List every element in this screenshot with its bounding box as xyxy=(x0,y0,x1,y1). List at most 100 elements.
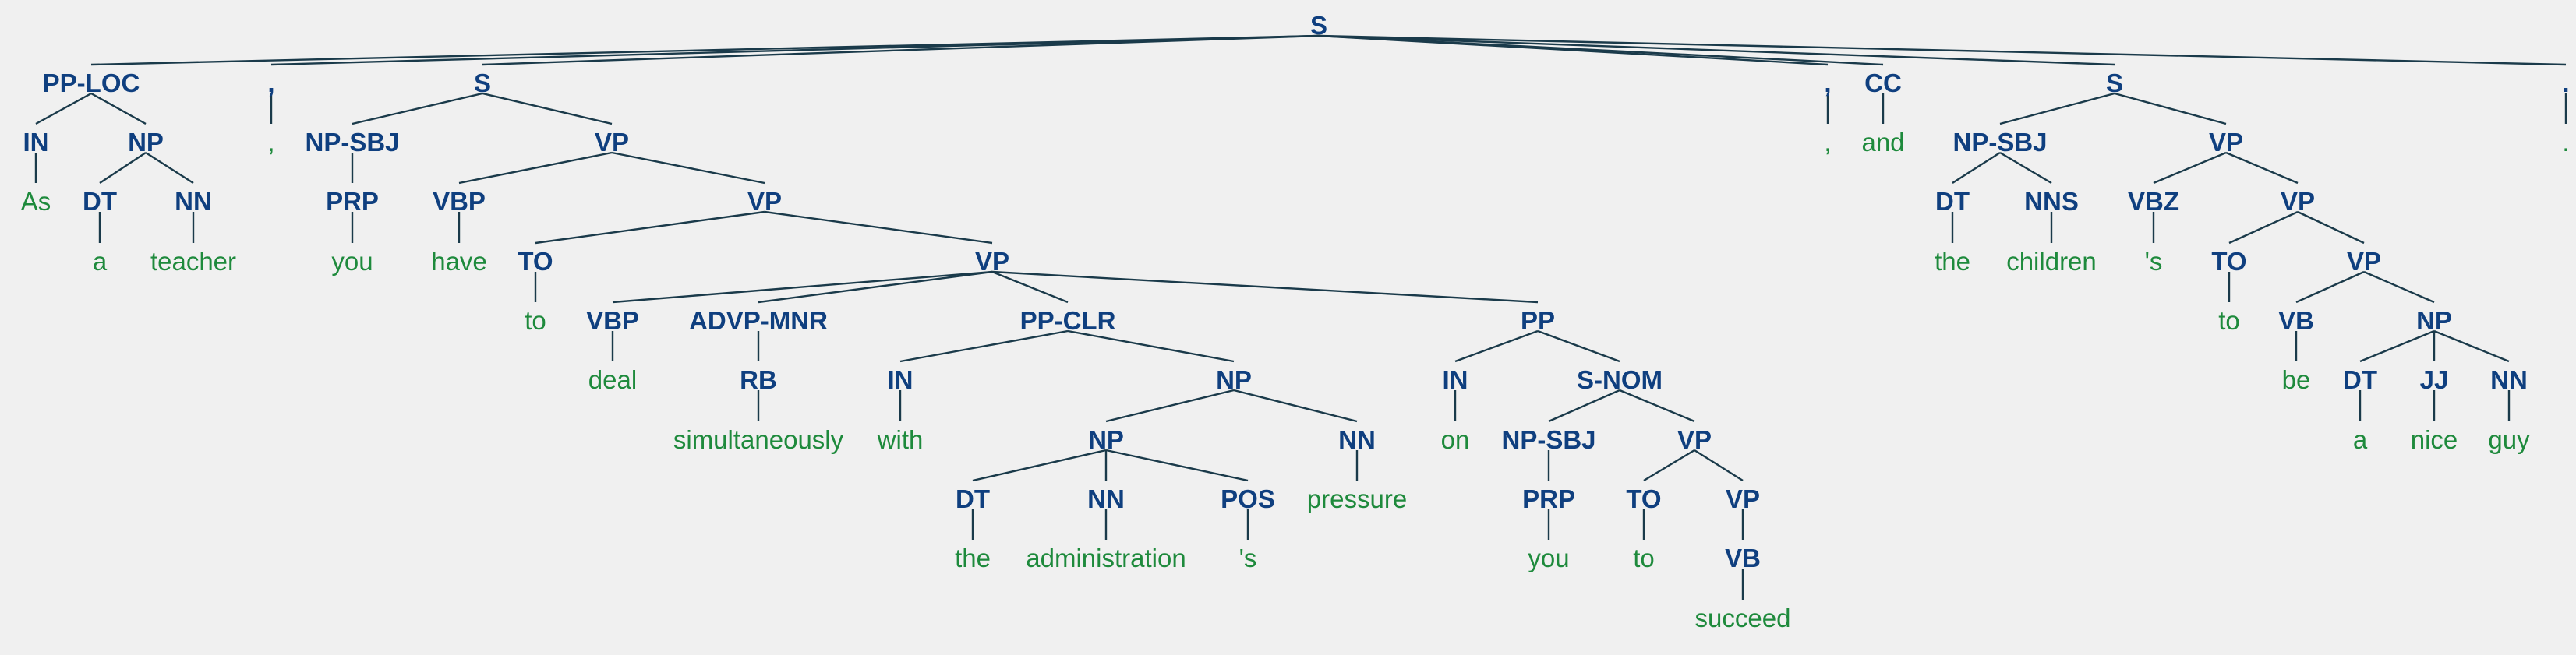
node-in: IN xyxy=(1443,365,1468,394)
node-np: NP xyxy=(1088,425,1124,454)
word-you: you xyxy=(331,247,373,276)
node-s-nom: S-NOM xyxy=(1577,365,1663,394)
node-nn: NN xyxy=(1087,484,1125,513)
tree-edge xyxy=(2359,329,2435,363)
tree-edge xyxy=(972,449,1107,482)
node-cc: CC xyxy=(1864,69,1902,97)
node-prp: PRP xyxy=(326,187,379,216)
node-pp-loc: PP-LOC xyxy=(43,69,140,97)
word-succeed: succeed xyxy=(1695,604,1791,632)
node-np: NP xyxy=(128,128,164,157)
tree-edge xyxy=(1318,34,2115,66)
tree-edge xyxy=(270,34,1320,66)
node-vp: VP xyxy=(1726,484,1760,513)
tree-edge xyxy=(2363,270,2435,304)
tree-edge xyxy=(99,151,147,185)
tree-edge xyxy=(2228,210,2299,245)
word-be: be xyxy=(2282,365,2311,394)
tree-edge xyxy=(1952,151,2001,185)
word-s: 's xyxy=(2145,247,2163,276)
node-vbp: VBP xyxy=(586,306,639,335)
node-to: TO xyxy=(1626,484,1661,513)
node-np-sbj: NP-SBJ xyxy=(305,128,399,157)
tree-edge xyxy=(1643,449,1695,482)
node-vp: VP xyxy=(2347,247,2381,276)
tree-edge xyxy=(90,92,147,125)
tree-edge xyxy=(1318,34,1884,66)
tree-edge xyxy=(1999,151,2052,185)
tree-edges xyxy=(34,34,2567,600)
node-vbz: VBZ xyxy=(2128,187,2179,216)
tree-edge xyxy=(991,270,1539,304)
tree-edge xyxy=(611,151,765,185)
node-prp: PRP xyxy=(1522,484,1575,513)
word-on: on xyxy=(1441,425,1470,454)
tree-edge xyxy=(899,329,1069,363)
node-pp: PP xyxy=(1521,306,1555,335)
word-a: a xyxy=(2353,425,2368,454)
node-np-sbj: NP-SBJ xyxy=(1952,128,2047,157)
word-administration: administration xyxy=(1026,544,1186,572)
node-to: TO xyxy=(518,247,553,276)
tree-edge xyxy=(1318,34,2567,66)
tree-edge xyxy=(1537,329,1620,363)
word-a: a xyxy=(93,247,108,276)
node-vp: VP xyxy=(2281,187,2315,216)
node-vbp: VBP xyxy=(433,187,486,216)
tree-edge xyxy=(1105,449,1249,482)
word-to: to xyxy=(525,306,546,335)
node-nn: NN xyxy=(1338,425,1376,454)
tree-edge xyxy=(2433,329,2510,363)
node-in: IN xyxy=(23,128,49,157)
node-np: NP xyxy=(1216,365,1252,394)
tree-edge xyxy=(2153,151,2227,185)
tree-edge xyxy=(1067,329,1235,363)
word-the: the xyxy=(1935,247,1970,276)
word-the: the xyxy=(955,544,991,572)
tree-edge xyxy=(1619,389,1695,423)
node-s: S xyxy=(2106,69,2123,97)
node-dt: DT xyxy=(1935,187,1970,216)
word-teacher: teacher xyxy=(150,247,236,276)
tree-edge xyxy=(352,92,483,125)
tree-edge xyxy=(2297,210,2365,245)
word-have: have xyxy=(431,247,487,276)
node-pp-clr: PP-CLR xyxy=(1020,306,1116,335)
node-vp: VP xyxy=(1677,425,1712,454)
word-guy: guy xyxy=(2488,425,2530,454)
word-and: and xyxy=(1861,128,1904,157)
node-nn: NN xyxy=(175,187,212,216)
tree-edge xyxy=(612,270,993,304)
node-vp: VP xyxy=(747,187,782,216)
tree-edge xyxy=(1548,389,1620,423)
tree-edge xyxy=(1999,92,2115,125)
node-punct: , xyxy=(267,69,274,97)
tree-edge xyxy=(35,92,92,125)
word-deal: deal xyxy=(588,365,637,394)
word-nice: nice xyxy=(2411,425,2458,454)
node-vb: VB xyxy=(2278,306,2314,335)
node-vb: VB xyxy=(1725,544,1761,572)
word-punct: . xyxy=(2562,128,2569,157)
node-jj: JJ xyxy=(2420,365,2449,394)
tree-edge xyxy=(758,270,993,304)
word-children: children xyxy=(2006,247,2097,276)
tree-edge xyxy=(2295,270,2365,304)
tree-edge xyxy=(2114,92,2227,125)
node-nns: NNS xyxy=(2024,187,2079,216)
tree-labels: SPP-LOCINAsNPDTaNNteacher,,SNP-SBJPRPyou… xyxy=(21,11,2570,632)
node-rb: RB xyxy=(740,365,777,394)
node-np: NP xyxy=(2416,306,2452,335)
word-with: with xyxy=(877,425,924,454)
word-punct: , xyxy=(1824,128,1831,157)
node-dt: DT xyxy=(83,187,117,216)
word-you: you xyxy=(1528,544,1569,572)
node-nn: NN xyxy=(2490,365,2528,394)
tree-edge xyxy=(1454,329,1539,363)
tree-edge xyxy=(1233,389,1358,423)
word-to: to xyxy=(1633,544,1655,572)
word-punct: , xyxy=(267,128,274,157)
node-punct: . xyxy=(2562,69,2569,97)
word-s: 's xyxy=(1239,544,1257,572)
